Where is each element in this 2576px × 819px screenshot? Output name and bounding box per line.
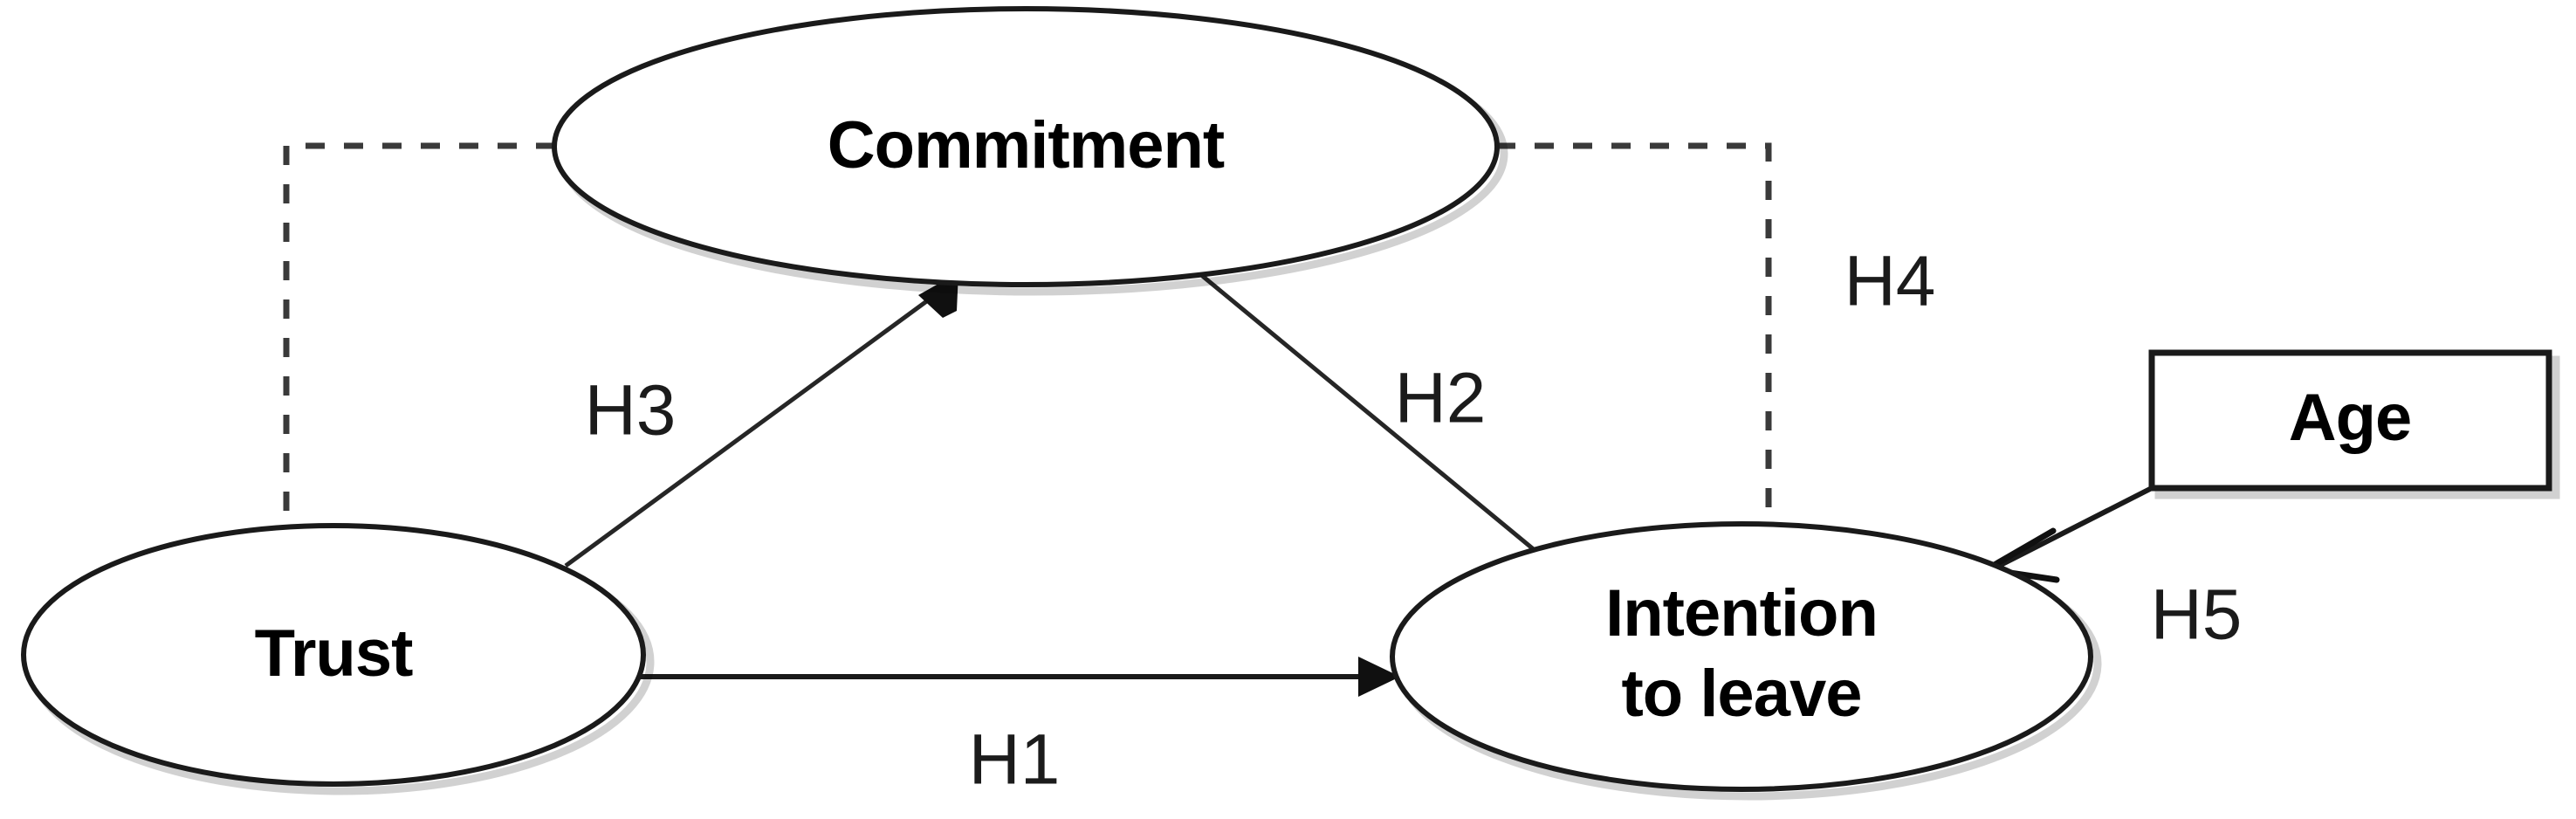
node-commitment-label: Commitment — [828, 108, 1225, 182]
edge-label-h1: H1 — [969, 720, 1061, 800]
edge-line-h3 — [564, 286, 946, 568]
node-trust-label: Trust — [255, 616, 413, 691]
edge-label-h5: H5 — [2151, 575, 2243, 655]
edge-line-h2 — [1184, 260, 1547, 561]
node-commitment[interactable]: Commitment — [552, 6, 1508, 296]
edge-label-h4: H4 — [1844, 242, 1936, 321]
edge-line-h5 — [1997, 486, 2152, 568]
node-intention-ellipse — [1390, 521, 2093, 792]
edge-label-h3: H3 — [585, 371, 677, 451]
node-age-rect — [2148, 349, 2552, 492]
edge-label-h2: H2 — [1395, 359, 1487, 438]
node-intention-label-line2: to leave — [1621, 657, 1861, 731]
node-age[interactable]: Age — [2148, 349, 2560, 499]
node-trust[interactable]: Trust — [21, 523, 655, 795]
node-commitment-ellipse — [552, 6, 1500, 287]
node-intention-label-line1: Intention — [1605, 576, 1878, 650]
node-age-label: Age — [2289, 381, 2412, 455]
arrowhead-h1 — [1358, 657, 1400, 697]
node-trust-ellipse — [21, 523, 646, 787]
dashed-edge-commitment-trust — [283, 142, 555, 531]
dashed-edge-h4-commitment-intention — [1496, 142, 1772, 533]
node-intention-to-leave[interactable]: Intention to leave — [1390, 521, 2102, 801]
